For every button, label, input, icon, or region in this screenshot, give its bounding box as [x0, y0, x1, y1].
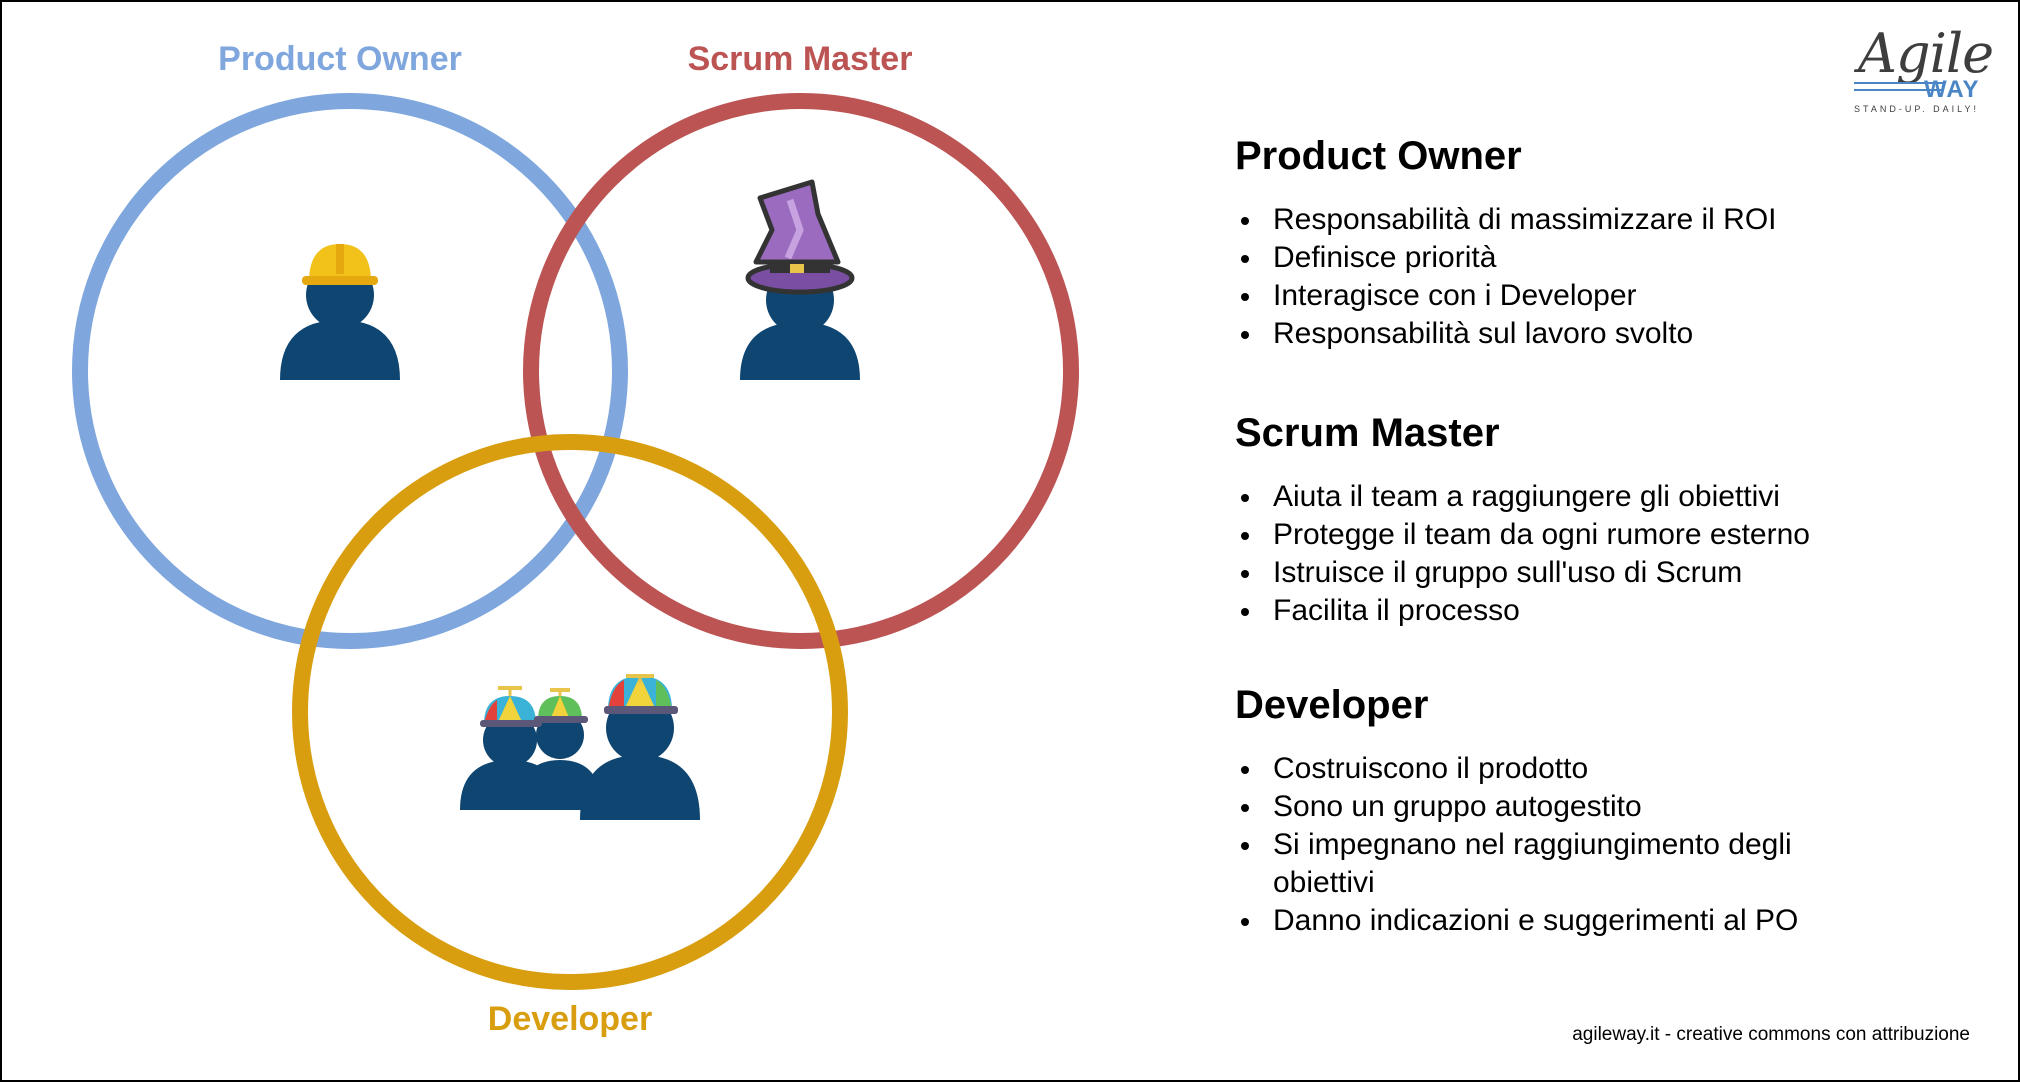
product-owner-circle — [72, 93, 628, 649]
agileway-logo: Agile WAY STAND-UP. DAILY! — [1850, 22, 1994, 118]
wizard-hat-person-icon — [740, 179, 860, 380]
list-item: Protegge il team da ogni rumore esterno — [1235, 516, 1995, 554]
role-product-owner: Product Owner Responsabilità di massimiz… — [1235, 134, 1995, 353]
list-item: Istruisce il gruppo sull'uso di Scrum — [1235, 554, 1995, 592]
logo-lines — [1854, 82, 1944, 96]
role-responsibilities: Responsabilità di massimizzare il ROI De… — [1235, 201, 1995, 353]
logo-way-text: WAY — [1924, 76, 1980, 103]
logo-tagline: STAND-UP. DAILY! — [1854, 104, 1980, 114]
list-item: Si impegnano nel raggiungimento degli ob… — [1235, 826, 1835, 902]
product-owner-circle-label: Product Owner — [218, 40, 462, 78]
developer-circle — [292, 434, 848, 990]
list-item: Responsabilità di massimizzare il ROI — [1235, 201, 1995, 239]
role-title: Product Owner — [1235, 134, 1522, 178]
list-item: Sono un gruppo autogestito — [1235, 788, 1835, 826]
list-item: Danno indicazioni e suggerimenti al PO — [1235, 902, 1835, 940]
venn-diagram — [72, 93, 1079, 990]
list-item: Responsabilità sul lavoro svolto — [1235, 315, 1995, 353]
role-title: Developer — [1235, 683, 1429, 727]
list-item: Definisce priorità — [1235, 239, 1995, 277]
list-item: Facilita il processo — [1235, 592, 1995, 630]
role-developer: Developer Costruiscono il prodotto Sono … — [1235, 683, 1995, 940]
role-scrum-master: Scrum Master Aiuta il team a raggiungere… — [1235, 411, 1995, 630]
role-responsibilities: Aiuta il team a raggiungere gli obiettiv… — [1235, 478, 1995, 630]
scrum-master-circle — [523, 93, 1079, 649]
scrum-master-circle-label: Scrum Master — [687, 40, 913, 78]
list-item: Interagisce con i Developer — [1235, 277, 1995, 315]
logo-agile-text: Agile — [1858, 22, 1994, 85]
footer-attribution: agileway.it - creative commons con attri… — [1572, 1024, 1970, 1045]
list-item: Aiuta il team a raggiungere gli obiettiv… — [1235, 478, 1995, 516]
role-responsibilities: Costruiscono il prodotto Sono un gruppo … — [1235, 750, 1835, 940]
developer-circle-label: Developer — [487, 1000, 653, 1038]
role-title: Scrum Master — [1235, 411, 1500, 455]
hard-hat-person-icon — [280, 244, 400, 380]
propeller-cap-group-icon — [460, 674, 700, 820]
list-item: Costruiscono il prodotto — [1235, 750, 1835, 788]
